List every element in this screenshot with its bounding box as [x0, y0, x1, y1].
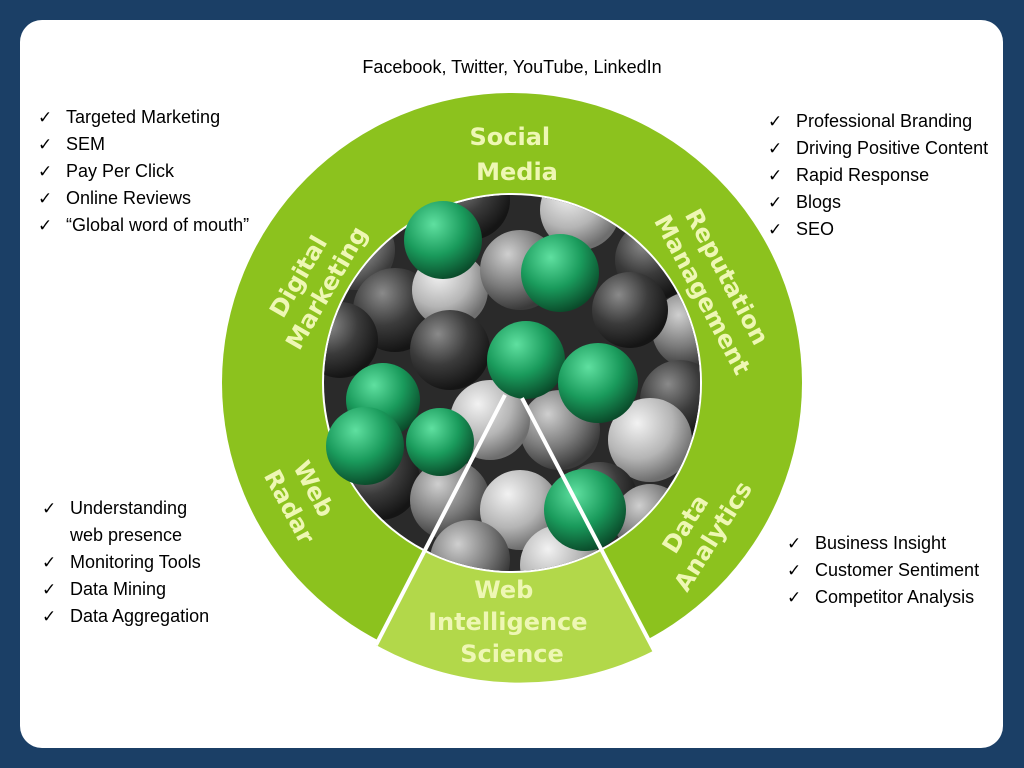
green-sphere — [558, 343, 638, 423]
check-icon: ✓ — [38, 108, 53, 127]
check-icon: ✓ — [42, 607, 57, 626]
segment-label-web-intelligence-science: Web Intelligence Science — [428, 576, 596, 668]
list-item: ✓Monitoring Tools — [38, 549, 209, 576]
check-icon: ✓ — [38, 162, 53, 181]
list-item: ✓Online Reviews — [34, 185, 249, 212]
gray-sphere — [410, 310, 490, 390]
list-item: ✓Data Aggregation — [38, 603, 209, 630]
green-sphere — [487, 321, 565, 399]
list-item: ✓Data Mining — [38, 576, 209, 603]
wedge-line-left — [374, 394, 507, 646]
gray-sphere — [430, 520, 510, 571]
green-sphere — [406, 408, 474, 476]
check-icon: ✓ — [768, 112, 783, 131]
list-item: ✓Driving Positive Content — [764, 135, 988, 162]
list-item: ✓Customer Sentiment — [783, 557, 979, 584]
list-item: ✓Competitor Analysis — [783, 584, 979, 611]
check-icon: ✓ — [768, 166, 783, 185]
check-icon: ✓ — [42, 553, 57, 572]
list-item: ✓Pay Per Click — [34, 158, 249, 185]
list-item: ✓Blogs — [764, 189, 988, 216]
gray-sphere — [540, 195, 620, 250]
check-icon: ✓ — [768, 220, 783, 239]
green-sphere — [326, 407, 404, 485]
check-icon: ✓ — [787, 534, 802, 553]
list-item: ✓“Global word of mouth” — [34, 212, 249, 239]
web-radar-checklist: ✓Understanding web presence ✓Monitoring … — [38, 495, 209, 630]
data-analytics-checklist: ✓Business Insight ✓Customer Sentiment ✓C… — [783, 530, 979, 611]
list-item: ✓SEM — [34, 131, 249, 158]
check-icon: ✓ — [768, 193, 783, 212]
list-item: ✓Understanding web presence — [38, 495, 209, 549]
web-intelligence-science-segment — [376, 540, 655, 683]
check-icon: ✓ — [38, 135, 53, 154]
list-item: ✓Business Insight — [783, 530, 979, 557]
gray-sphere — [592, 272, 668, 348]
gray-sphere — [608, 398, 692, 482]
reputation-management-checklist: ✓Professional Branding ✓Driving Positive… — [764, 108, 988, 243]
check-icon: ✓ — [787, 588, 802, 607]
green-sphere — [521, 234, 599, 312]
social-networks-caption: Facebook, Twitter, YouTube, LinkedIn — [362, 57, 662, 77]
check-icon: ✓ — [42, 580, 57, 599]
list-item: ✓Rapid Response — [764, 162, 988, 189]
list-item: ✓SEO — [764, 216, 988, 243]
check-icon: ✓ — [38, 216, 53, 235]
green-sphere — [404, 201, 482, 279]
check-icon: ✓ — [38, 189, 53, 208]
list-item: ✓Professional Branding — [764, 108, 988, 135]
gray-sphere — [480, 470, 560, 550]
list-item: ✓Targeted Marketing — [34, 104, 249, 131]
digital-marketing-checklist: ✓Targeted Marketing ✓SEM ✓Pay Per Click … — [34, 104, 249, 239]
gray-sphere — [324, 302, 378, 378]
check-icon: ✓ — [768, 139, 783, 158]
wedge-line-right — [520, 397, 659, 657]
green-sphere — [544, 469, 626, 551]
gray-sphere — [652, 292, 700, 368]
check-icon: ✓ — [787, 561, 802, 580]
segment-label-social-media: Social Media — [469, 123, 558, 186]
check-icon: ✓ — [42, 499, 57, 518]
